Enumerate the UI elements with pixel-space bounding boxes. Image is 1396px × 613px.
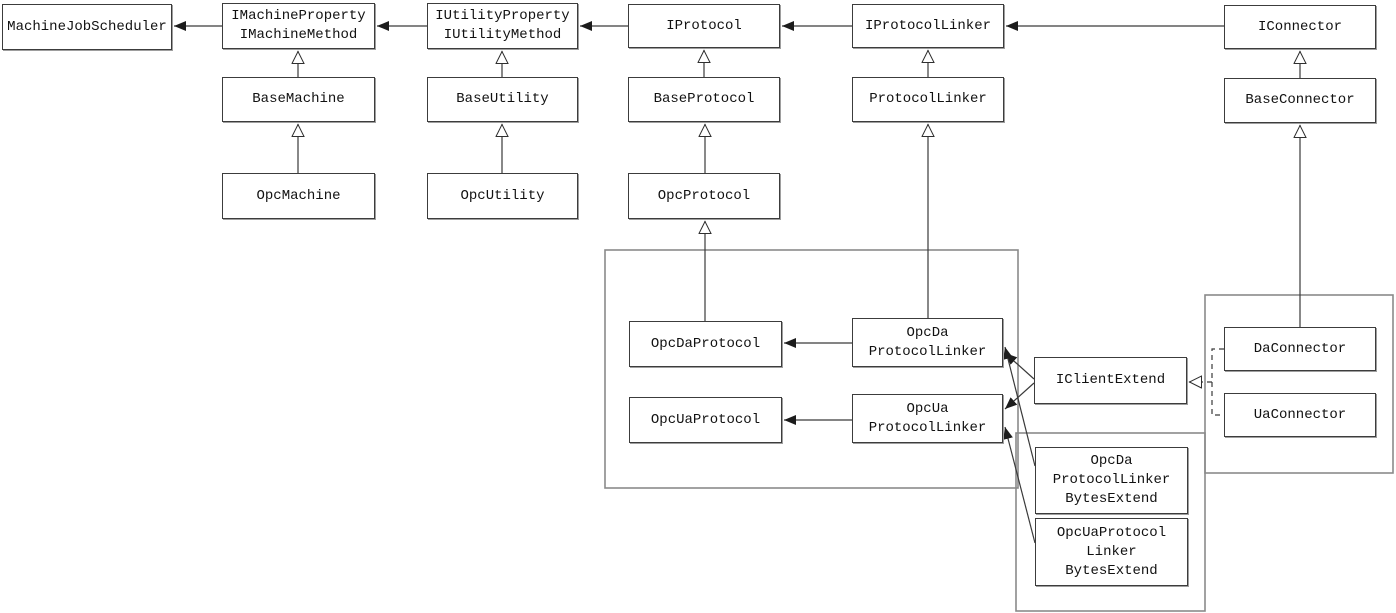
class-box-label-line: UaConnector bbox=[1253, 406, 1347, 423]
class-box-label-line: OpcUtility bbox=[460, 187, 545, 204]
class-box-label-line: BaseUtility bbox=[456, 91, 549, 107]
class-box-da-connector[interactable]: DaConnector bbox=[1224, 327, 1376, 371]
class-box-label-line: OpcDaProtocol bbox=[650, 335, 761, 352]
class-box-base-machine[interactable]: BaseMachine bbox=[222, 77, 375, 122]
container-frame-protocol-group bbox=[604, 249, 1019, 489]
class-box-label-line: OpcMachine bbox=[256, 187, 341, 204]
class-box-label-line: OpcDa bbox=[906, 324, 949, 341]
edge-association-iclient-extend-to-opcua-protocol-linker bbox=[1004, 382, 1035, 410]
class-box-label-line: BaseMachine bbox=[252, 91, 345, 107]
class-box-label-line: IClientExtend bbox=[1055, 372, 1166, 388]
class-box-opc-utility[interactable]: OpcUtility bbox=[427, 173, 578, 219]
class-box-iprotocol-linker[interactable]: IProtocolLinker bbox=[852, 4, 1004, 48]
class-box-label-line: ProtocolLinker bbox=[868, 419, 987, 436]
class-box-iconnector[interactable]: IConnector bbox=[1224, 5, 1376, 49]
class-box-label-line: BytesExtend bbox=[1065, 562, 1158, 579]
class-box-label-line: OpcProtocol bbox=[657, 187, 751, 204]
class-box-label-line: BaseProtocol bbox=[653, 91, 755, 107]
class-box-opc-machine[interactable]: OpcMachine bbox=[222, 173, 375, 219]
class-box-label-line: OpcUaProtocol bbox=[1056, 524, 1167, 541]
class-box-base-utility[interactable]: BaseUtility bbox=[427, 77, 578, 122]
class-box-opcda-protocol[interactable]: OpcDaProtocol bbox=[629, 321, 782, 367]
class-box-label-line: IProtocol bbox=[666, 17, 742, 34]
class-box-label-line: IUtilityMethod bbox=[443, 27, 562, 43]
class-box-protocol-linker[interactable]: ProtocolLinker bbox=[852, 77, 1004, 122]
class-box-label-line: ProtocolLinker bbox=[868, 343, 987, 360]
container-frame-bytes-extend-group bbox=[1015, 432, 1206, 612]
class-box-base-protocol[interactable]: BaseProtocol bbox=[628, 77, 780, 122]
class-box-label-line: OpcUaProtocol bbox=[650, 411, 761, 428]
class-box-label-line: IConnector bbox=[1257, 18, 1342, 35]
group-container-frames bbox=[604, 249, 1394, 612]
class-box-label-line: IProtocolLinker bbox=[864, 17, 992, 34]
class-box-ua-connector[interactable]: UaConnector bbox=[1224, 393, 1376, 437]
class-box-label-line: ProtocolLinker bbox=[869, 91, 987, 107]
class-box-label-line: BaseConnector bbox=[1245, 92, 1355, 108]
class-box-opcua-protocol[interactable]: OpcUaProtocol bbox=[629, 397, 782, 443]
group-relationship-edges bbox=[174, 21, 1300, 544]
class-box-label-line: IUtilityProperty bbox=[435, 8, 570, 24]
edge-association-opcda-protocol-linker-bytes-extend-to-opcda-protocol-linker bbox=[1003, 346, 1036, 467]
class-box-label-line: IMachineProperty bbox=[231, 8, 366, 24]
container-frame-connector-group bbox=[1204, 294, 1394, 474]
edge-dashed-link-da-connector-to-ua-connector bbox=[1211, 348, 1224, 416]
class-box-label-line: OpcDa bbox=[1090, 453, 1133, 469]
class-box-iclient-extend[interactable]: IClientExtend bbox=[1034, 357, 1187, 404]
class-box-label-line: MachineJobScheduler bbox=[7, 18, 167, 35]
class-box-label-line: ProtocolLinker bbox=[1052, 472, 1171, 488]
class-box-opc-protocol[interactable]: OpcProtocol bbox=[628, 173, 780, 219]
class-box-iprotocol[interactable]: IProtocol bbox=[628, 4, 780, 48]
class-box-machine-job-scheduler[interactable]: MachineJobScheduler bbox=[2, 4, 172, 50]
class-box-base-connector[interactable]: BaseConnector bbox=[1224, 78, 1376, 123]
class-box-label-line: OpcUa bbox=[906, 400, 949, 417]
edge-association-opcua-protocol-linker-bytes-extend-to-opcua-protocol-linker bbox=[1003, 426, 1036, 544]
class-box-label-line: IMachineMethod bbox=[239, 27, 358, 43]
class-box-label-line: Linker bbox=[1086, 543, 1137, 560]
class-box-label-line: BytesExtend bbox=[1065, 491, 1158, 507]
class-box-label-line: DaConnector bbox=[1253, 340, 1347, 357]
